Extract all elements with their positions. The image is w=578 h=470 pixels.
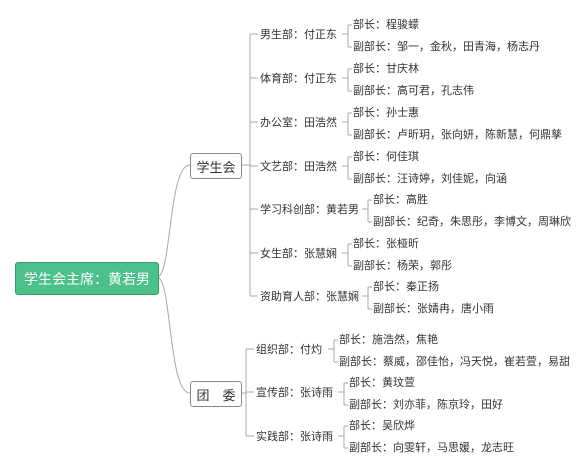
dept-publicity-vice: 副部长：刘亦菲，陈京玲，田好 bbox=[349, 398, 503, 411]
dept-organization: 组织部：付灼 bbox=[256, 343, 322, 356]
dept-boys: 男生部：付正东 bbox=[260, 28, 337, 41]
dept-arts: 文艺部：田浩然 bbox=[260, 160, 337, 173]
dept-girls-vice: 副部长：杨荣，郭彤 bbox=[353, 259, 452, 272]
dept-girls-chief: 部长：张桠昕 bbox=[353, 237, 419, 250]
branch-youth-league: 团 委 bbox=[190, 381, 242, 407]
dept-sports-vice: 副部长：高可君，孔志伟 bbox=[353, 84, 474, 97]
dept-office-vice: 副部长：卢昕玥，张向妍，陈新慧，何鼎孳 bbox=[353, 128, 562, 141]
dept-arts-vice: 副部长：汪诗婷，刘佳妮，向涵 bbox=[353, 172, 507, 185]
connector-1 bbox=[156, 276, 191, 394]
dept-study: 学习科创部：黄若男 bbox=[260, 203, 359, 216]
dept-boys-chief: 部长：程骏蠓 bbox=[353, 18, 419, 31]
dept-sports: 体育部：付正东 bbox=[260, 72, 337, 85]
dept-office-chief: 部长：孙士惠 bbox=[353, 106, 419, 119]
branch-student-union: 学生会 bbox=[190, 153, 242, 179]
dept-aid-vice: 副部长：张婧冉，唐小雨 bbox=[373, 302, 494, 315]
connector-0 bbox=[156, 164, 191, 278]
dept-girls: 女生部：张慧娴 bbox=[260, 247, 337, 260]
dept-practice: 实践部：张诗雨 bbox=[256, 430, 333, 443]
dept-organization-vice: 副部长：蔡威，邵佳怡，冯天悦，崔若萱，易甜 bbox=[339, 355, 570, 368]
dept-study-vice: 副部长：纪奇，朱思彤，李博文，周琳欣 bbox=[373, 215, 571, 228]
dept-publicity-chief: 部长：黄玟萱 bbox=[349, 376, 415, 389]
dept-practice-chief: 部长：吴欣烨 bbox=[349, 419, 415, 432]
dept-aid: 资助育人部：张慧娴 bbox=[260, 290, 359, 303]
dept-arts-chief: 部长：何佳琪 bbox=[353, 150, 419, 163]
dept-boys-vice: 副部长：邹一，金秋，田青海，杨志丹 bbox=[353, 40, 540, 53]
dept-practice-vice: 副部长：向雯轩，马思媛，龙志旺 bbox=[349, 441, 514, 454]
dept-publicity: 宣传部：张诗雨 bbox=[256, 386, 333, 399]
dept-office: 办公室：田浩然 bbox=[260, 116, 337, 129]
dept-aid-chief: 部长：秦正扬 bbox=[373, 280, 439, 293]
dept-organization-chief: 部长：施浩然，焦艳 bbox=[339, 333, 438, 346]
root-node: 学生会主席：黄若男 bbox=[15, 262, 159, 295]
dept-sports-chief: 部长：甘庆林 bbox=[353, 62, 419, 75]
dept-study-chief: 部长：高胜 bbox=[373, 193, 428, 206]
